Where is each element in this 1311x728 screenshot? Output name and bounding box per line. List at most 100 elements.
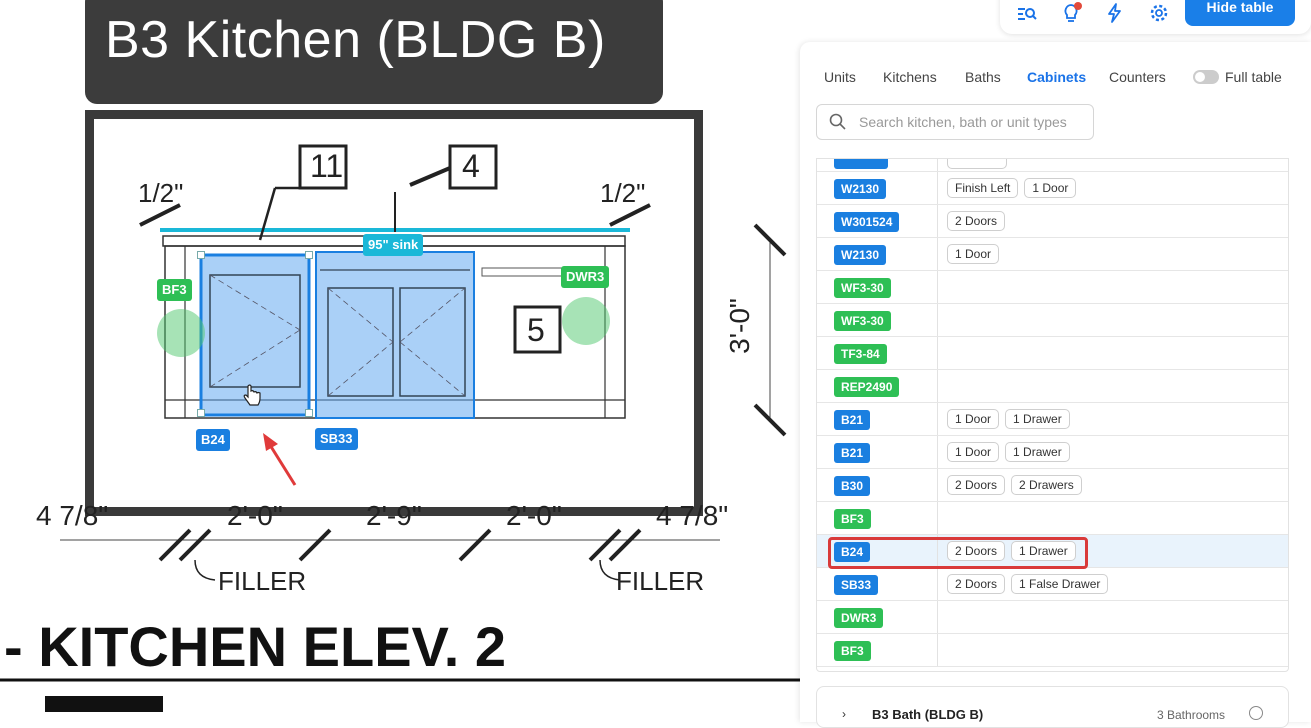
- resize-handle-bottom-right[interactable]: [305, 409, 313, 417]
- feature-chip: 1 False Drawer: [1011, 574, 1109, 594]
- feature-chip: 2 Doors: [947, 541, 1006, 561]
- cabinet-code-badge[interactable]: W301524: [834, 212, 900, 232]
- table-row[interactable]: BF3: [817, 502, 1288, 535]
- cabinet-code-badge[interactable]: WF3-30: [834, 278, 891, 298]
- tag-sb33[interactable]: SB33: [315, 428, 358, 450]
- feature-chip: 1 Door: [1024, 178, 1077, 198]
- feature-chips: 1 Door: [947, 244, 1000, 264]
- table-row[interactable]: BF3: [817, 634, 1288, 667]
- lightbulb-icon[interactable]: [1060, 2, 1082, 24]
- selection-viewport[interactable]: [85, 110, 703, 516]
- feature-chip: 1 Drawer: [1005, 442, 1070, 462]
- drawing-canvas[interactable]: B3 Kitchen (BLDG B) 11 4 5 1/2" 1/2" 3'-…: [0, 0, 800, 712]
- elevation-title: - KITCHEN ELEV. 2: [4, 615, 507, 678]
- title-banner: B3 Kitchen (BLDG B): [85, 0, 663, 104]
- table-row[interactable]: W301524 2 Doors: [817, 205, 1288, 238]
- cabinet-code-badge[interactable]: SB33: [834, 575, 879, 595]
- bath-card[interactable]: › B3 Bath (BLDG B) 3 Bathrooms: [816, 686, 1289, 728]
- resize-handle-top-left[interactable]: [197, 251, 205, 259]
- callout-11: 11: [310, 148, 344, 184]
- cabinet-code-badge[interactable]: W2130: [834, 245, 887, 265]
- feature-chip: 1 Door: [947, 442, 1000, 462]
- table-row[interactable]: REP2490: [817, 370, 1288, 403]
- cabinet-badge-partial: [834, 159, 888, 169]
- cabinet-code-badge[interactable]: BF3: [834, 641, 871, 661]
- tab-kitchens[interactable]: Kitchens: [883, 69, 937, 85]
- dim-2-0-b: 2'-0": [506, 500, 562, 531]
- tab-counters[interactable]: Counters: [1109, 69, 1166, 85]
- gear-icon[interactable]: [1148, 2, 1170, 24]
- search-input[interactable]: [857, 113, 1089, 131]
- feature-chip: 2 Doors: [947, 475, 1006, 495]
- cabinet-code-badge[interactable]: DWR3: [834, 608, 884, 628]
- feature-chip: 2 Doors: [947, 211, 1006, 231]
- callout-5: 5: [527, 312, 545, 348]
- table-row[interactable]: W2130 1 Door: [817, 238, 1288, 271]
- bf3-marker[interactable]: [157, 309, 205, 357]
- info-icon[interactable]: [1249, 706, 1263, 720]
- cabinet-code-badge[interactable]: TF3-84: [834, 344, 887, 364]
- hand-cursor-icon: [243, 384, 261, 406]
- cabinet-code-badge[interactable]: REP2490: [834, 377, 900, 397]
- feature-chip: 1 Door: [947, 409, 1000, 429]
- lightning-icon[interactable]: [1104, 2, 1126, 24]
- dwr3-marker[interactable]: [562, 297, 610, 345]
- top-toolbar: Hide table: [1000, 0, 1311, 34]
- cabinet-code-badge[interactable]: B21: [834, 410, 871, 430]
- filler-left-label: FILLER: [218, 566, 307, 596]
- cabinet-code-badge[interactable]: W2130: [834, 179, 887, 199]
- callout-4: 4: [462, 148, 480, 184]
- dim-half-left: 1/2": [138, 178, 184, 208]
- full-table-label: Full table: [1225, 69, 1282, 85]
- tag-b24[interactable]: B24: [196, 429, 230, 451]
- tag-dwr3[interactable]: DWR3: [561, 266, 610, 288]
- cabinet-code-badge[interactable]: B30: [834, 476, 871, 496]
- cabinet-code-badge[interactable]: B21: [834, 443, 871, 463]
- filler-right-label: FILLER: [616, 566, 705, 596]
- dim-bottom-left: 4 7/8": [36, 500, 109, 531]
- search-icon: [829, 113, 846, 130]
- dim-bottom-right: 4 7/8": [656, 500, 729, 531]
- cabinet-code-badge[interactable]: B24: [834, 542, 871, 562]
- resize-handle-top-right[interactable]: [305, 251, 313, 259]
- feature-chip: 1 Drawer: [1005, 409, 1070, 429]
- chip-partial: [947, 159, 1007, 169]
- feature-chip: 1 Drawer: [1011, 541, 1076, 561]
- tab-units[interactable]: Units: [824, 69, 856, 85]
- table-row[interactable]: WF3-30: [817, 271, 1288, 304]
- chevron-right-icon: ›: [842, 707, 846, 721]
- tab-baths[interactable]: Baths: [965, 69, 1001, 85]
- hide-table-button[interactable]: Hide table: [1185, 0, 1295, 26]
- table-row[interactable]: WF3-30: [817, 304, 1288, 337]
- search-box[interactable]: [816, 104, 1094, 140]
- full-table-toggle[interactable]: [1193, 70, 1219, 84]
- drawing-title: B3 Kitchen (BLDG B): [105, 11, 606, 69]
- table-row[interactable]: TF3-84: [817, 337, 1288, 370]
- search-list-icon[interactable]: [1015, 2, 1037, 24]
- tag-sink[interactable]: 95" sink: [363, 234, 424, 256]
- cabinet-code-badge[interactable]: BF3: [834, 509, 871, 529]
- selected-row-highlight: [828, 537, 1088, 569]
- bath-card-title: B3 Bath (BLDG B): [872, 707, 984, 722]
- feature-chip: 2 Drawers: [1011, 475, 1082, 495]
- feature-chip: 1 Door: [947, 244, 1000, 264]
- dim-2-9: 2'-9": [366, 500, 422, 531]
- resize-handle-bottom-left[interactable]: [197, 409, 205, 417]
- dim-half-right: 1/2": [600, 178, 646, 208]
- tag-bf3[interactable]: BF3: [157, 279, 192, 301]
- elevation-drawing: [0, 144, 800, 712]
- tab-cabinets[interactable]: Cabinets: [1027, 69, 1087, 85]
- table-row[interactable]: DWR3: [817, 601, 1288, 634]
- table-row-partial[interactable]: [817, 159, 1288, 172]
- cabinet-code-badge[interactable]: WF3-30: [834, 311, 891, 331]
